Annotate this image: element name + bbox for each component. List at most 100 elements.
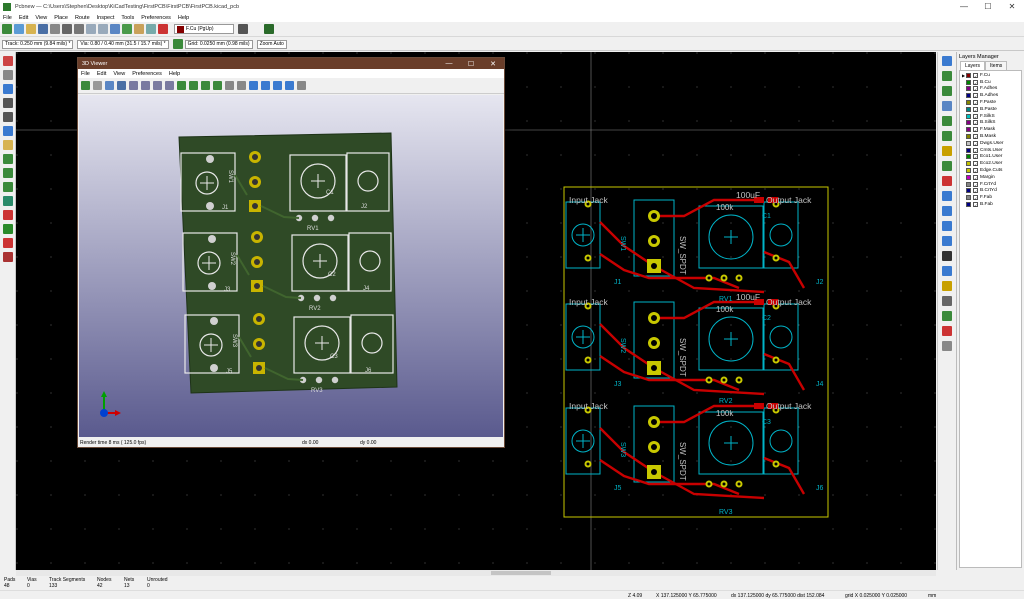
layer-row[interactable]: ✓B.Adhes: [960, 92, 1021, 99]
drill-origin-icon[interactable]: [942, 311, 952, 321]
maximize-button[interactable]: ☐: [984, 2, 992, 11]
layer-color-swatch[interactable]: [966, 106, 971, 112]
layer-color-swatch[interactable]: [966, 161, 971, 167]
high-contrast-icon[interactable]: [3, 224, 13, 234]
pan-up-icon[interactable]: [273, 81, 282, 90]
3d-render-area[interactable]: J1 J2 J3 J4 J5 J6 RV1 RV2 RV3 SW1 SW2 SW…: [79, 95, 503, 437]
layer-color-swatch[interactable]: [966, 113, 971, 119]
rotate-z-ccw-icon[interactable]: [225, 81, 234, 90]
layer-color-swatch[interactable]: [966, 127, 971, 133]
auto-track-width-icon[interactable]: [172, 39, 183, 49]
route-diff-pair-icon[interactable]: [942, 131, 952, 141]
layer-color-swatch[interactable]: [966, 181, 971, 187]
close-button[interactable]: ✕: [1008, 2, 1016, 11]
menu-file[interactable]: File: [3, 14, 12, 21]
zoom-redraw-icon[interactable]: [153, 81, 162, 90]
layer-visibility-checkbox[interactable]: ✓: [973, 202, 978, 209]
pan-right-icon[interactable]: [261, 81, 270, 90]
add-target-icon[interactable]: [942, 281, 952, 291]
units-inch-icon[interactable]: [3, 98, 13, 108]
layer-row[interactable]: ✓Eco1.User: [960, 154, 1021, 160]
pad-sketch-icon[interactable]: [3, 182, 13, 192]
save-icon[interactable]: [38, 24, 48, 34]
add-circle-icon[interactable]: [942, 206, 952, 216]
cursor-shape-icon[interactable]: [3, 126, 13, 136]
layer-visibility-checkbox[interactable]: ✓: [973, 127, 978, 134]
layer-row[interactable]: ✓B.CrtYd: [960, 188, 1021, 195]
grid-toggle-icon[interactable]: [3, 70, 13, 80]
via-sketch-icon[interactable]: [3, 196, 13, 206]
3d-viewer-maximize-button[interactable]: ☐: [467, 60, 475, 68]
add-dimension-icon[interactable]: [942, 266, 952, 276]
canvas-horizontal-scrollbar[interactable]: [16, 570, 936, 576]
layer-visibility-checkbox[interactable]: ✓: [973, 106, 978, 113]
layer-visibility-checkbox[interactable]: ✓: [973, 188, 978, 195]
layer-row[interactable]: ✓Cmts.User: [960, 147, 1021, 154]
page-setup-icon[interactable]: [50, 24, 60, 34]
layer-color-swatch[interactable]: [966, 93, 971, 99]
layer-visibility-checkbox[interactable]: ✓: [973, 79, 978, 86]
layer-visibility-checkbox[interactable]: ✓: [973, 140, 978, 147]
layer-color-swatch[interactable]: [966, 79, 971, 85]
grid-select[interactable]: Grid: 0.0250 mm (0.98 mils): [184, 39, 253, 49]
track-width-select[interactable]: Track: 0.250 mm (9.84 mils) *: [2, 39, 74, 49]
update-pcb-icon[interactable]: [134, 24, 144, 34]
zone-display-icon[interactable]: [3, 154, 13, 164]
layer-color-swatch[interactable]: [966, 120, 971, 126]
3d-menu-edit[interactable]: Edit: [96, 70, 107, 77]
layer-visibility-checkbox[interactable]: ✓: [973, 120, 978, 127]
copy-image-icon[interactable]: [93, 81, 102, 90]
layer-row[interactable]: ▶✓F.Cu: [960, 72, 1021, 79]
active-layer-select[interactable]: F.Cu (PgUp): [174, 24, 234, 34]
zoom-select[interactable]: Zoom Auto: [256, 39, 287, 49]
tab-layers[interactable]: Layers: [960, 61, 986, 70]
add-zone-icon[interactable]: [942, 161, 952, 171]
layer-visibility-checkbox[interactable]: ✓: [973, 86, 978, 93]
layer-row[interactable]: ✓Edge.Cuts: [960, 167, 1021, 174]
layer-row[interactable]: ✓Margin: [960, 174, 1021, 181]
layer-row[interactable]: ✓B.Paste: [960, 106, 1021, 113]
layer-color-swatch[interactable]: [966, 195, 971, 201]
layer-row[interactable]: ✓F.Adhes: [960, 86, 1021, 93]
add-line-icon[interactable]: [942, 191, 952, 201]
layer-visibility-checkbox[interactable]: ✓: [973, 181, 978, 188]
tab-items[interactable]: Items: [985, 61, 1008, 70]
add-via-icon[interactable]: [942, 146, 952, 156]
plot-icon[interactable]: [74, 24, 84, 34]
highlight-net-icon[interactable]: [942, 71, 952, 81]
zoom-fit-icon[interactable]: [165, 81, 174, 90]
route-track-icon[interactable]: [942, 116, 952, 126]
zone-outline-icon[interactable]: [3, 168, 13, 178]
3d-menu-preferences[interactable]: Preferences: [132, 70, 162, 77]
add-footprint-icon[interactable]: [942, 101, 952, 111]
layer-color-swatch[interactable]: [966, 140, 971, 146]
3d-settings-icon[interactable]: [105, 81, 114, 90]
redo-icon[interactable]: [98, 24, 108, 34]
layer-color-swatch[interactable]: [966, 154, 971, 160]
layer-visibility-checkbox[interactable]: ✓: [973, 72, 978, 79]
layers-manager-toggle-icon[interactable]: [3, 252, 13, 262]
drc-marker-icon[interactable]: [3, 56, 13, 66]
layer-color-swatch[interactable]: [966, 100, 971, 106]
layer-pair-icon[interactable]: [238, 24, 248, 34]
3d-viewer-minimize-button[interactable]: —: [445, 60, 453, 67]
layer-visibility-checkbox[interactable]: ✓: [973, 195, 978, 202]
3d-menu-view[interactable]: View: [113, 70, 126, 77]
layer-row[interactable]: ✓F.Fab: [960, 194, 1021, 201]
layer-row[interactable]: ✓Dwgs.User: [960, 140, 1021, 147]
polar-coords-icon[interactable]: [3, 84, 13, 94]
menu-view[interactable]: View: [35, 14, 48, 21]
units-mm-icon[interactable]: [3, 112, 13, 122]
print-icon[interactable]: [62, 24, 72, 34]
3d-viewer-icon[interactable]: [264, 24, 274, 34]
grid-origin-icon[interactable]: [942, 326, 952, 336]
layer-row[interactable]: ✓F.SilkS: [960, 113, 1021, 120]
layer-visibility-checkbox[interactable]: ✓: [973, 113, 978, 120]
add-arc-icon[interactable]: [942, 221, 952, 231]
local-ratsnest-icon[interactable]: [942, 86, 952, 96]
rotate-y-cw-icon[interactable]: [213, 81, 222, 90]
layer-row[interactable]: ✓F.Mask: [960, 126, 1021, 133]
rotate-x-ccw-icon[interactable]: [177, 81, 186, 90]
layer-row[interactable]: ✓B.Fab: [960, 201, 1021, 208]
layer-visibility-checkbox[interactable]: ✓: [973, 161, 978, 168]
